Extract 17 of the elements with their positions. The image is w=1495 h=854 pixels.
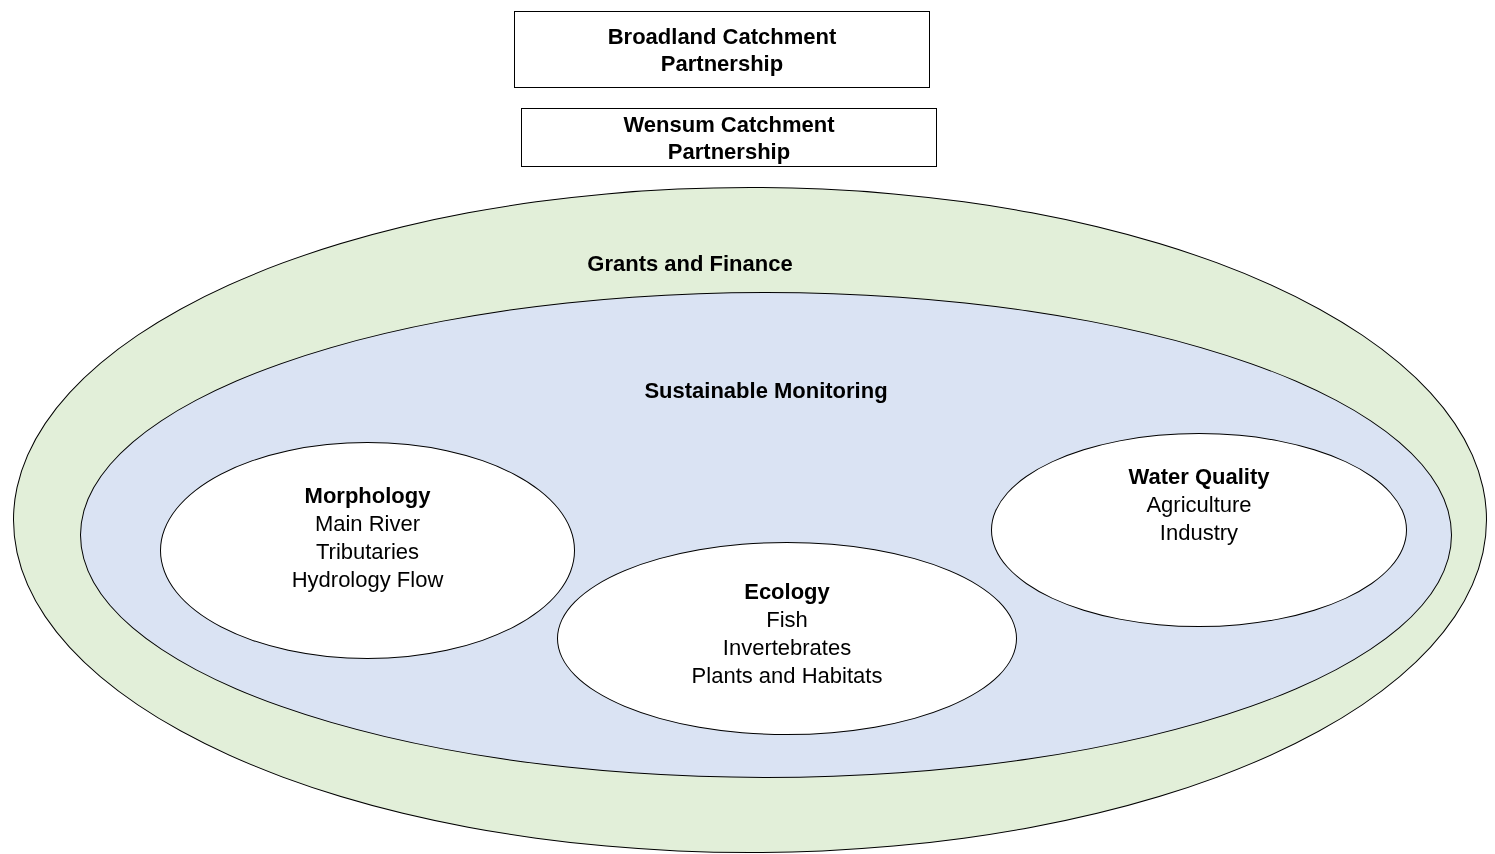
- topic-item: Agriculture: [1146, 491, 1252, 519]
- region-title: Grants and Finance: [587, 251, 793, 277]
- topic-item: Plants and Habitats: [691, 661, 883, 690]
- topic-item: Fish: [766, 605, 808, 634]
- topic-item: Invertebrates: [722, 633, 852, 662]
- topic-heading: Ecology: [744, 577, 830, 606]
- topic-item: Main River: [314, 510, 421, 538]
- topic-item: Tributaries: [315, 538, 420, 566]
- topic-item: Hydrology Flow: [291, 566, 444, 594]
- partnership-box: [514, 11, 930, 88]
- partnership-box: [521, 108, 937, 167]
- topic-heading: Morphology: [304, 482, 431, 510]
- box-label: Broadland Catchment Partnership: [606, 22, 838, 77]
- topic-item: Industry: [1159, 519, 1239, 547]
- region-title: Sustainable Monitoring: [644, 378, 888, 404]
- topic-heading: Water Quality: [1128, 463, 1270, 491]
- box-label: Wensum Catchment Partnership: [622, 110, 836, 165]
